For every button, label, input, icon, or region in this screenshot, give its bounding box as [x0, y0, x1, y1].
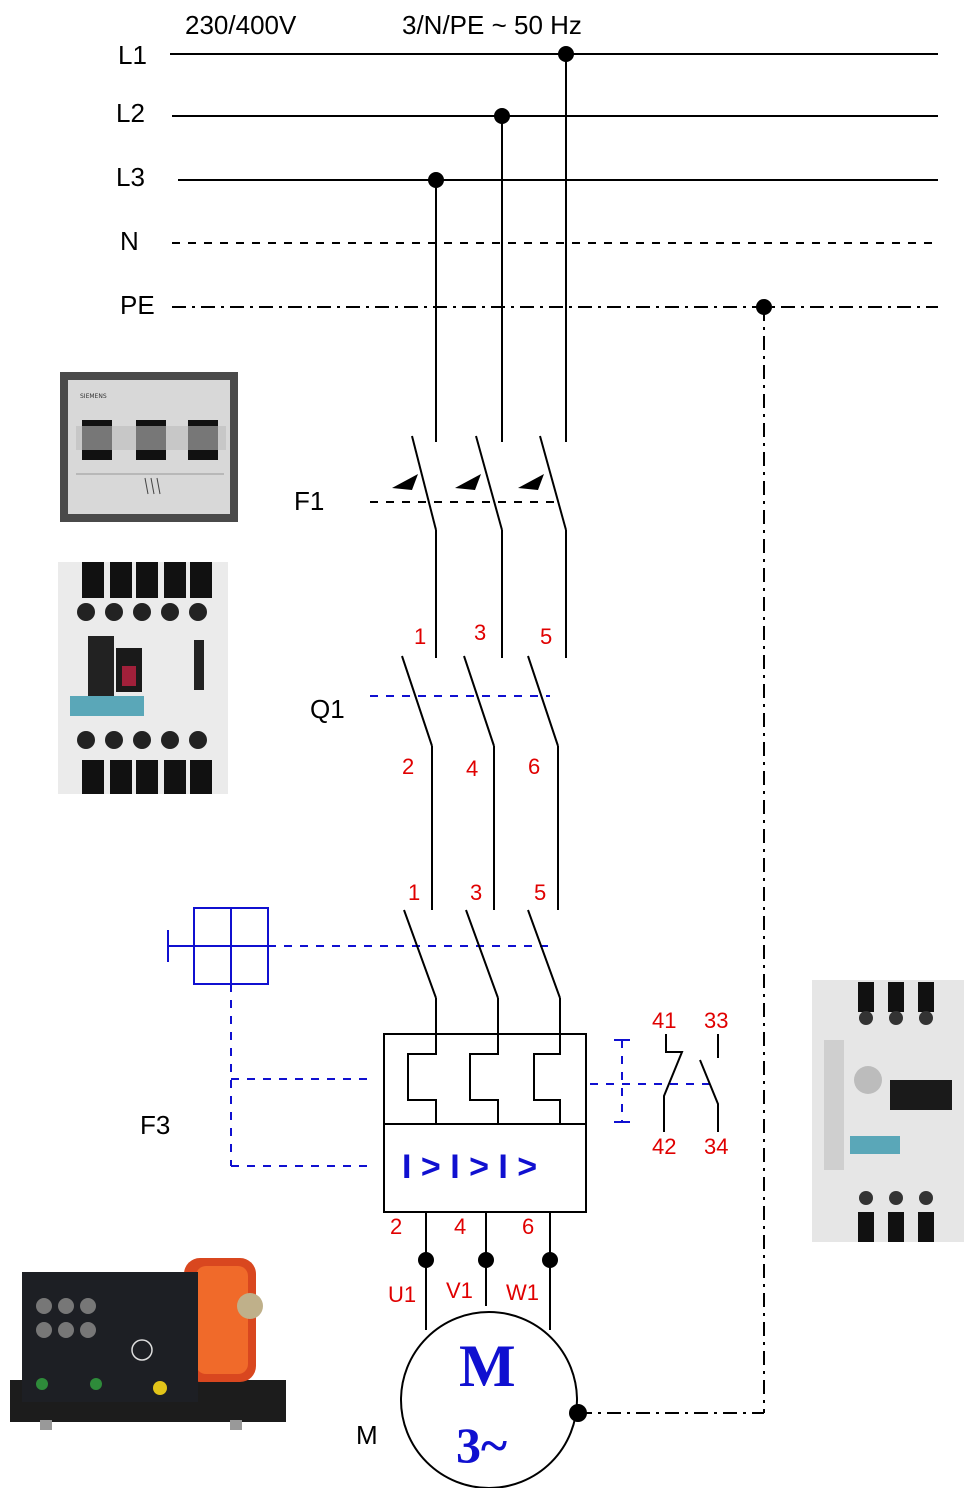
bus-label-n: N — [120, 226, 139, 256]
bus-label-pe: PE — [120, 290, 155, 320]
motor-photo — [10, 1258, 286, 1430]
aux-terminal-41: 41 — [652, 1008, 676, 1033]
f3-trip-block: I > I > I > — [383, 1123, 587, 1213]
f1-label: F1 — [294, 486, 324, 516]
f3-terminal-4: 4 — [454, 1214, 466, 1239]
bus-label-l1: L1 — [118, 40, 147, 70]
q1-contactor-symbol — [370, 655, 559, 910]
f3-terminal-5: 5 — [534, 880, 546, 905]
contactor-photo — [58, 562, 228, 794]
svg-text:SIEMENS: SIEMENS — [80, 393, 107, 400]
bus-label-l3: L3 — [116, 162, 145, 192]
bus-label-l2: L2 — [116, 98, 145, 128]
f3-terminal-2: 2 — [390, 1214, 402, 1239]
motor-letter: M — [459, 1333, 516, 1399]
f3-trip-symbol: I > I > I > — [402, 1148, 537, 1186]
motor-terminal-w1: W1 — [506, 1280, 539, 1305]
f3-terminal-3: 3 — [470, 880, 482, 905]
q1-label: Q1 — [310, 694, 345, 724]
f3-label: F3 — [140, 1110, 170, 1140]
f3-thermal-block — [383, 1033, 587, 1125]
f3-main-contacts — [403, 909, 561, 1034]
q1-terminal-5: 5 — [540, 624, 552, 649]
f3-handle-symbol — [167, 907, 548, 1167]
aux-contact-symbols — [614, 1034, 719, 1132]
motor-terminal-v1: V1 — [446, 1278, 473, 1303]
motor-terminal-u1: U1 — [388, 1282, 416, 1307]
f3-terminal-1: 1 — [408, 880, 420, 905]
aux-terminal-42: 42 — [652, 1134, 676, 1159]
motor-label: M — [356, 1420, 378, 1450]
q1-terminal-1: 1 — [414, 624, 426, 649]
q1-terminal-4: 4 — [466, 756, 478, 781]
miniature-circuit-breaker-photo: SIEMENS — [60, 372, 238, 522]
voltage-label: 230/400V — [185, 10, 297, 40]
q1-terminal-2: 2 — [402, 754, 414, 779]
motor-protection-breaker-photo — [812, 980, 964, 1242]
q1-terminal-3: 3 — [474, 620, 486, 645]
motor-phase: 3~ — [456, 1417, 507, 1473]
f1-breaker-symbol — [370, 435, 567, 658]
f3-terminal-6: 6 — [522, 1214, 534, 1239]
aux-terminal-34: 34 — [704, 1134, 728, 1159]
q1-terminal-6: 6 — [528, 754, 540, 779]
motor-leads — [418, 1212, 558, 1330]
motor-symbol: M 3~ — [400, 1311, 587, 1488]
system-label: 3/N/PE ~ 50 Hz — [402, 10, 582, 40]
aux-terminal-33: 33 — [704, 1008, 728, 1033]
